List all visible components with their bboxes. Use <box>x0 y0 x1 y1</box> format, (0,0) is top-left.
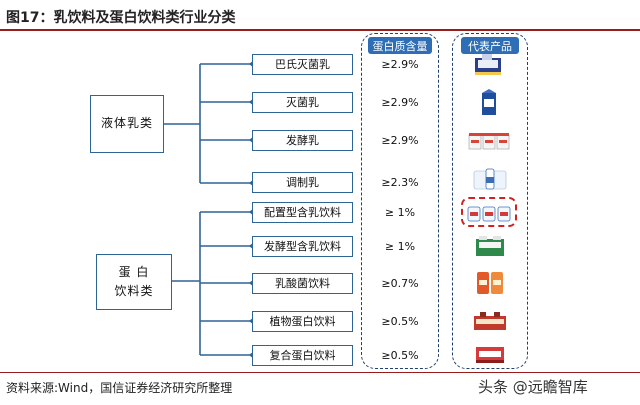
product-name: 发酵型含乳饮料 <box>264 239 341 253</box>
title-rule <box>0 29 640 31</box>
representative-products-header-label: 代表产品 <box>468 39 512 53</box>
product-name: 复合蛋白饮料 <box>269 348 336 362</box>
product-box-modified: 调制乳 <box>252 172 353 193</box>
product-name: 乳酸菌饮料 <box>275 276 330 290</box>
source-note: 资料来源:Wind，国信证券经济研究所整理 <box>6 381 233 395</box>
product-box-fermented: 发酵乳 <box>252 130 353 151</box>
sterilized-milk-carton-image <box>476 89 502 117</box>
category-label: 液体乳类 <box>100 116 153 131</box>
yogurt-cups-image <box>468 129 510 151</box>
product-box-lactic-drink: 乳酸菌饮料 <box>252 273 353 294</box>
protein-content-header: 蛋白质含量 <box>368 37 432 54</box>
product-box-plant-protein: 植物蛋白饮料 <box>252 311 353 332</box>
source-rule <box>0 372 640 373</box>
protein-value: ≥2.9% <box>381 96 419 109</box>
category-label: 蛋 白 饮料类 <box>114 264 154 298</box>
product-name: 巴氏灭菌乳 <box>275 57 330 71</box>
protein-value: ≥2.9% <box>381 58 419 71</box>
product-box-sterilized: 灭菌乳 <box>252 92 353 113</box>
protein-value: ≥2.9% <box>381 134 419 147</box>
protein-content-panel <box>361 33 439 369</box>
fermented-milk-drink-image <box>474 234 506 258</box>
figure-title: 图17：乳饮料及蛋白饮料类行业分类 <box>6 10 236 26</box>
protein-content-header-label: 蛋白质含量 <box>372 39 428 53</box>
product-box-formulated-milk-drink: 配置型含乳饮料 <box>252 202 353 223</box>
product-box-fermented-milk-drink: 发酵型含乳饮料 <box>252 236 353 257</box>
protein-value: ≥0.5% <box>381 315 419 328</box>
product-name: 灭菌乳 <box>286 95 319 109</box>
product-name: 调制乳 <box>286 175 319 189</box>
product-name: 植物蛋白饮料 <box>269 314 336 328</box>
flavored-milk-bottle-image <box>472 167 508 191</box>
milk-drink-bottles-image <box>466 201 512 223</box>
representative-products-panel <box>452 33 528 369</box>
product-name: 发酵乳 <box>286 133 319 147</box>
representative-products-header: 代表产品 <box>461 37 519 54</box>
lactic-drink-image <box>474 268 506 296</box>
compound-protein-drink-image <box>474 343 506 365</box>
protein-value: ≥0.5% <box>381 349 419 362</box>
protein-value: ≥ 1% <box>384 206 416 219</box>
highlight-frame <box>461 197 517 227</box>
product-name: 配置型含乳饮料 <box>264 205 341 219</box>
protein-value: ≥2.3% <box>381 176 419 189</box>
product-box-pasteurized: 巴氏灭菌乳 <box>252 54 353 75</box>
plant-protein-drink-image <box>472 310 508 332</box>
pasteurized-milk-image <box>472 52 506 78</box>
protein-value: ≥ 1% <box>384 240 416 253</box>
category-liquid-milk: 液体乳类 <box>90 95 164 153</box>
protein-value: ≥0.7% <box>381 277 419 290</box>
category-protein-drinks: 蛋 白 饮料类 <box>96 254 172 310</box>
watermark: 头条 @远瞻智库 <box>478 378 588 396</box>
product-box-compound-protein: 复合蛋白饮料 <box>252 345 353 366</box>
